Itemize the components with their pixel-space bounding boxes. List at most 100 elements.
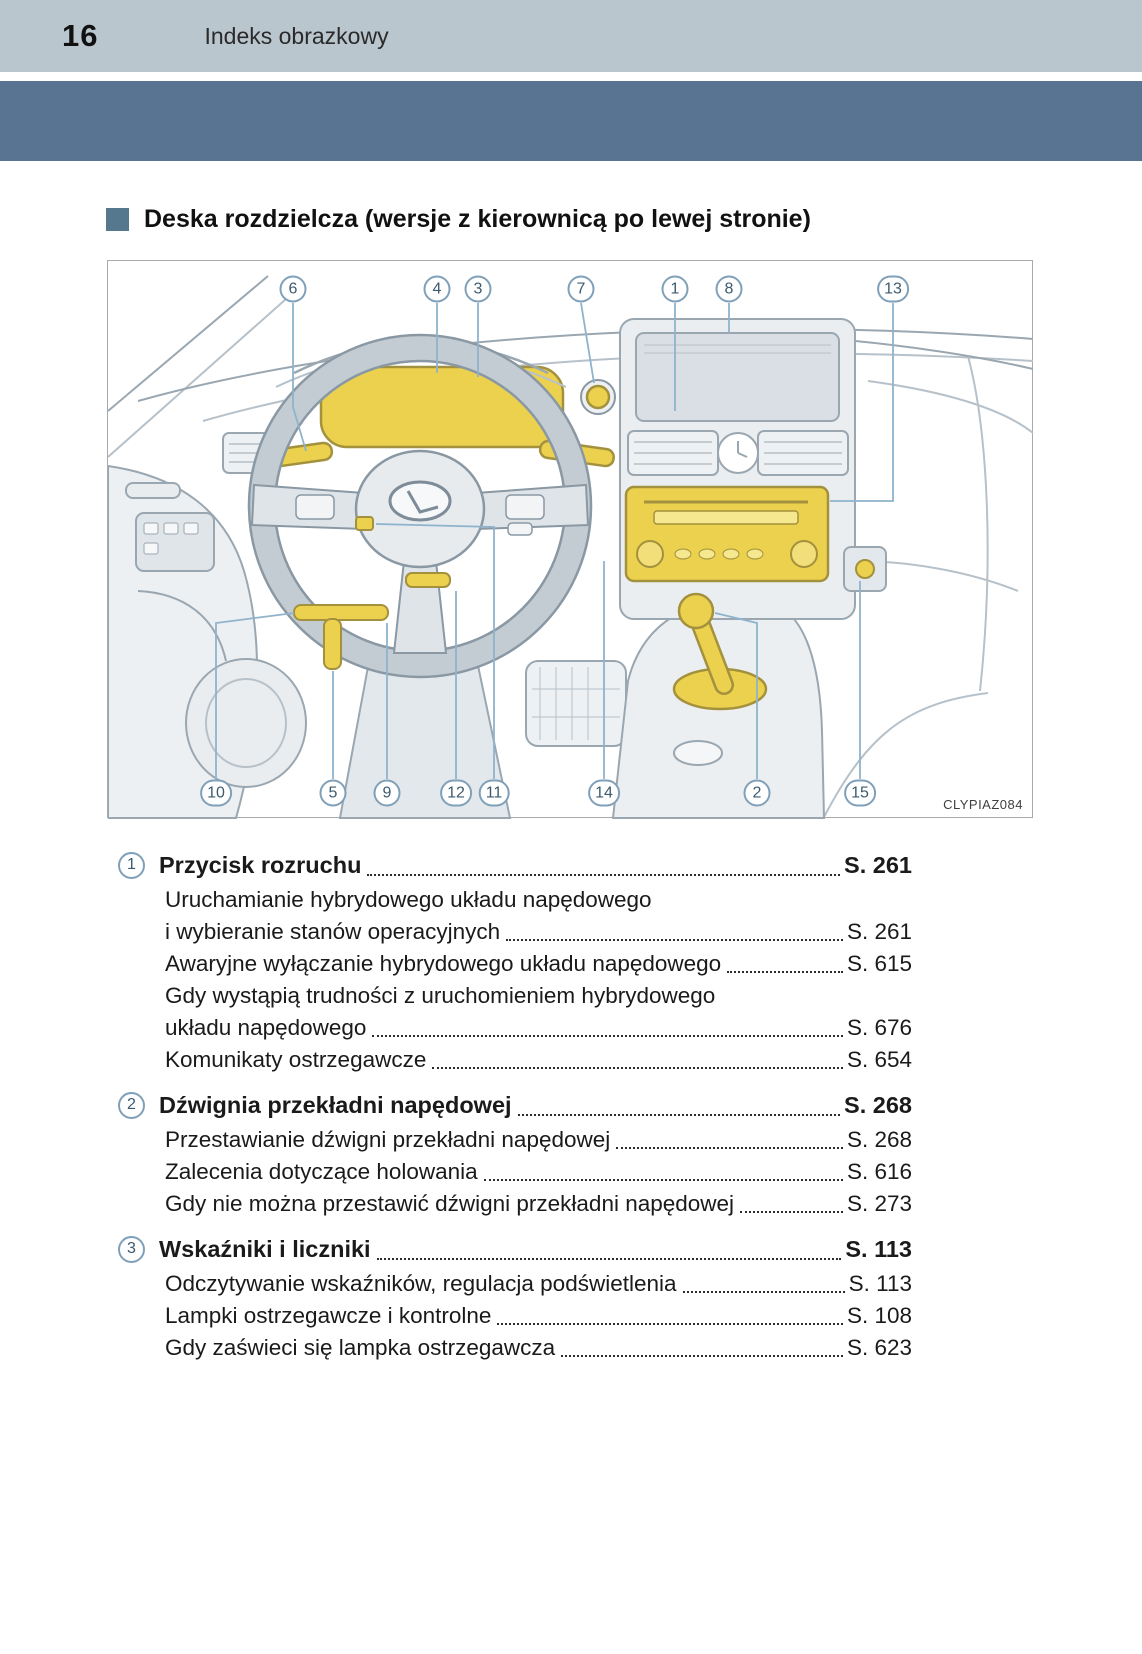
entry-number-badge: 1	[118, 851, 145, 879]
sub-page-ref: S. 268	[846, 1127, 912, 1152]
index-sub-item: Przestawianie dźwigni przekładni napędow…	[118, 1124, 912, 1156]
leader-dots	[497, 1323, 843, 1325]
passenger-dash	[843, 340, 1034, 592]
sub-text: Gdy zaświeci się lampka ostrzegawcza	[165, 1335, 556, 1360]
leader-dots	[517, 1114, 841, 1116]
dash-button	[855, 559, 875, 579]
entry-page-ref: S. 113	[845, 1235, 912, 1262]
lower-levers	[293, 604, 389, 670]
sub-page-ref: S. 261	[846, 919, 912, 944]
sub-text: Odczytywanie wskaźników, regulacja podśw…	[165, 1271, 677, 1296]
callout-marker: 12	[440, 779, 472, 807]
sub-text-line: Gdy wystąpią trudności z uruchomieniem h…	[165, 983, 716, 1008]
sub-page-ref: S. 654	[846, 1047, 912, 1072]
index-entry-main: 2 Dźwignia przekładni napędowej S. 268	[118, 1086, 912, 1124]
wheel-switch	[355, 516, 374, 531]
leader-dots	[432, 1067, 843, 1069]
callout-marker: 1	[661, 275, 689, 303]
sub-text: Gdy nie można przestawić dźwigni przekła…	[165, 1191, 735, 1216]
sub-text: Komunikaty ostrzegawcze	[165, 1047, 427, 1072]
sub-page-ref: S. 273	[846, 1191, 912, 1216]
entry-number-badge: 3	[118, 1235, 145, 1263]
section-heading: Deska rozdzielcza (wersje z kierownicą p…	[106, 205, 1142, 234]
callout-marker: 3	[464, 275, 492, 303]
index-sub-item: Awaryjne wyłączanie hybrydowego układu n…	[118, 948, 912, 980]
index-sub-item: Odczytywanie wskaźników, regulacja podśw…	[118, 1268, 912, 1300]
kick-panel	[185, 658, 307, 788]
index-entry: 3 Wskaźniki i liczniki S. 113 Odczytywan…	[118, 1230, 912, 1364]
callout-lines	[215, 302, 894, 779]
callout-marker: 6	[279, 275, 307, 303]
steering-wheel	[247, 333, 593, 679]
sub-text: Lampki ostrzegawcze i kontrolne	[165, 1303, 492, 1328]
callout-marker: 4	[423, 275, 451, 303]
callout-marker: 15	[844, 779, 876, 807]
index-sub-item: Komunikaty ostrzegawcze S. 654	[118, 1044, 912, 1076]
leader-dots	[372, 1035, 843, 1037]
sub-page-ref: S. 616	[846, 1159, 912, 1184]
decorative-band	[0, 81, 1142, 161]
callout-marker: 11	[478, 779, 510, 807]
leader-dots	[740, 1211, 843, 1213]
callout-marker: 14	[588, 779, 620, 807]
sub-text-line: Uruchamianie hybrydowego układu napędowe…	[165, 887, 652, 912]
sub-text: Zalecenia dotyczące holowania	[165, 1159, 478, 1184]
square-bullet-icon	[106, 208, 129, 231]
page-header: 16 Indeks obrazkowy	[0, 0, 1142, 72]
sub-text: układu napędowego	[165, 1015, 367, 1040]
sub-page-ref: S. 623	[846, 1335, 912, 1360]
audio-unit	[624, 485, 830, 583]
brand-emblem-icon	[388, 480, 452, 522]
section-title: Deska rozdzielcza (wersje z kierownicą p…	[144, 205, 811, 233]
leader-dots	[616, 1147, 843, 1149]
header-gap	[0, 72, 1142, 81]
sub-page-ref: S. 108	[846, 1303, 912, 1328]
start-button	[580, 379, 616, 415]
index-sub-item: Zalecenia dotyczące holowania S. 616	[118, 1156, 912, 1188]
index-entry-main: 1 Przycisk rozruchu S. 261	[118, 846, 912, 884]
header-chapter-title: Indeks obrazkowy	[204, 22, 389, 49]
callout-marker: 9	[373, 779, 401, 807]
dashboard-figure: 6 4 3 7 1 8 13 10 5 9 12 11 14 2 15 CLYP…	[107, 260, 1034, 819]
display-screen	[635, 332, 840, 422]
sub-page-ref: S. 615	[846, 951, 912, 976]
dashboard-illustration	[108, 275, 1034, 819]
callout-marker: 5	[319, 779, 347, 807]
page-number: 16	[62, 18, 99, 53]
sub-text: Awaryjne wyłączanie hybrydowego układu n…	[165, 951, 722, 976]
cup-holder	[673, 740, 723, 766]
index-sub-item: Lampki ostrzegawcze i kontrolne S. 108	[118, 1300, 912, 1332]
entry-page-ref: S. 268	[844, 1091, 912, 1118]
air-vents	[627, 430, 849, 476]
callout-marker: 7	[567, 275, 595, 303]
sub-page-ref: S. 676	[846, 1015, 912, 1040]
picture-index-list: 1 Przycisk rozruchu S. 261 Uruchamianie …	[118, 846, 912, 1364]
center-console	[611, 604, 826, 819]
sub-text: Przestawianie dźwigni przekładni napędow…	[165, 1127, 611, 1152]
callout-marker: 13	[877, 275, 909, 303]
callout-marker: 8	[715, 275, 743, 303]
entry-number-badge: 2	[118, 1091, 145, 1119]
pedal-area	[525, 660, 627, 747]
leader-dots	[727, 971, 843, 973]
leader-dots	[483, 1179, 843, 1181]
index-entry: 1 Przycisk rozruchu S. 261 Uruchamianie …	[118, 846, 912, 1076]
index-entry-main: 3 Wskaźniki i liczniki S. 113	[118, 1230, 912, 1268]
entry-title: Dźwignia przekładni napędowej	[159, 1091, 512, 1118]
index-entry: 2 Dźwignia przekładni napędowej S. 268 P…	[118, 1086, 912, 1220]
gear-shifter	[672, 592, 768, 711]
sub-text: i wybieranie stanów operacyjnych	[165, 919, 501, 944]
sub-page-ref: S. 113	[848, 1271, 912, 1296]
index-sub-item: Gdy zaświeci się lampka ostrzegawcza S. …	[118, 1332, 912, 1364]
callout-marker: 10	[200, 779, 232, 807]
leader-dots	[506, 939, 843, 941]
paddle-lever	[405, 572, 451, 588]
leader-dots	[376, 1258, 842, 1260]
leader-dots	[367, 874, 841, 876]
callout-marker: 2	[743, 779, 771, 807]
index-sub-item: Gdy nie można przestawić dźwigni przekła…	[118, 1188, 912, 1220]
entry-page-ref: S. 261	[844, 851, 912, 878]
entry-title: Wskaźniki i liczniki	[159, 1235, 371, 1262]
index-sub-item: i wybieranie stanów operacyjnych S. 261	[118, 916, 912, 948]
index-sub-item: układu napędowego S. 676	[118, 1012, 912, 1044]
